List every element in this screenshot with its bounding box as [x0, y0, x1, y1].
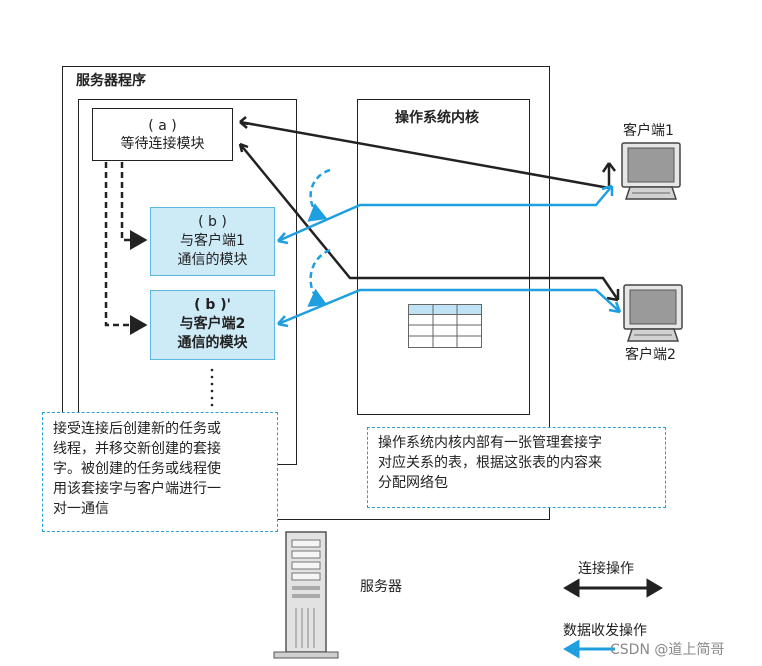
- client1-label: 客户端1: [623, 123, 674, 139]
- legend-data-label: 数据收发操作: [563, 623, 647, 639]
- handoff-note-line-2: 线程，并移交新创建的套接: [53, 441, 221, 457]
- handoff-note-line-4: 用该套接字与客户端进行一: [53, 481, 221, 497]
- handoff-dashed-arrows: [104, 162, 148, 335]
- client2-computer-icon: [623, 284, 683, 342]
- module-b1-client1: ( b ) 与客户端1 通信的模块: [150, 207, 275, 276]
- server-program-title: 服务器程序: [76, 73, 146, 89]
- module-a-wait-connection: ( a ) 等待连接模块: [92, 108, 233, 161]
- module-b1-line2: 通信的模块: [177, 252, 248, 268]
- module-a-tag: ( a ): [148, 118, 177, 134]
- kernel-note-line-2: 对应关系的表，根据这张表的内容来: [378, 455, 602, 471]
- connect-arrows: [238, 116, 620, 302]
- kernel-table-note: 操作系统内核内部有一张管理套接字 对应关系的表，根据这张表的内容来 分配网络包: [367, 427, 666, 508]
- data-arrows: [277, 184, 622, 328]
- client2-label: 客户端2: [625, 347, 676, 363]
- module-b1-tag: ( b ): [198, 214, 227, 230]
- legend-connect-arrow: [563, 578, 663, 598]
- client1-computer-icon: [621, 142, 681, 200]
- kernel-note-line-3: 分配网络包: [378, 475, 448, 491]
- kernel-note-line-1: 操作系统内核内部有一张管理套接字: [378, 435, 602, 451]
- module-b2-client2: ( b )' 与客户端2 通信的模块: [150, 290, 275, 360]
- module-a-label: 等待连接模块: [120, 136, 205, 152]
- legend-data-arrow: [563, 639, 615, 659]
- handoff-note: 接受连接后创建新的任务或 线程，并移交新创建的套接 字。被创建的任务或线程使 用…: [42, 412, 278, 532]
- module-b2-line2: 通信的模块: [177, 335, 248, 351]
- handoff-note-line-3: 字。被创建的任务或线程使: [53, 461, 221, 477]
- server-label: 服务器: [360, 579, 402, 595]
- legend-connect-label: 连接操作: [578, 561, 634, 577]
- socket-table-icon: [408, 304, 482, 348]
- kernel-box: [357, 99, 530, 415]
- handoff-note-line-5: 对一通信: [53, 501, 109, 517]
- handoff-note-line-1: 接受连接后创建新的任务或: [53, 421, 221, 437]
- dispatch-curve-arrows: [307, 168, 331, 307]
- module-b2-tag: ( b )': [194, 297, 231, 313]
- module-b2-line1: 与客户端2: [179, 316, 246, 332]
- kernel-title: 操作系统内核: [395, 110, 479, 126]
- more-modules-dots: [210, 368, 214, 407]
- server-tower-icon: [273, 531, 339, 659]
- module-b1-line1: 与客户端1: [180, 233, 245, 249]
- watermark-text: CSDN @道上简哥: [610, 642, 725, 658]
